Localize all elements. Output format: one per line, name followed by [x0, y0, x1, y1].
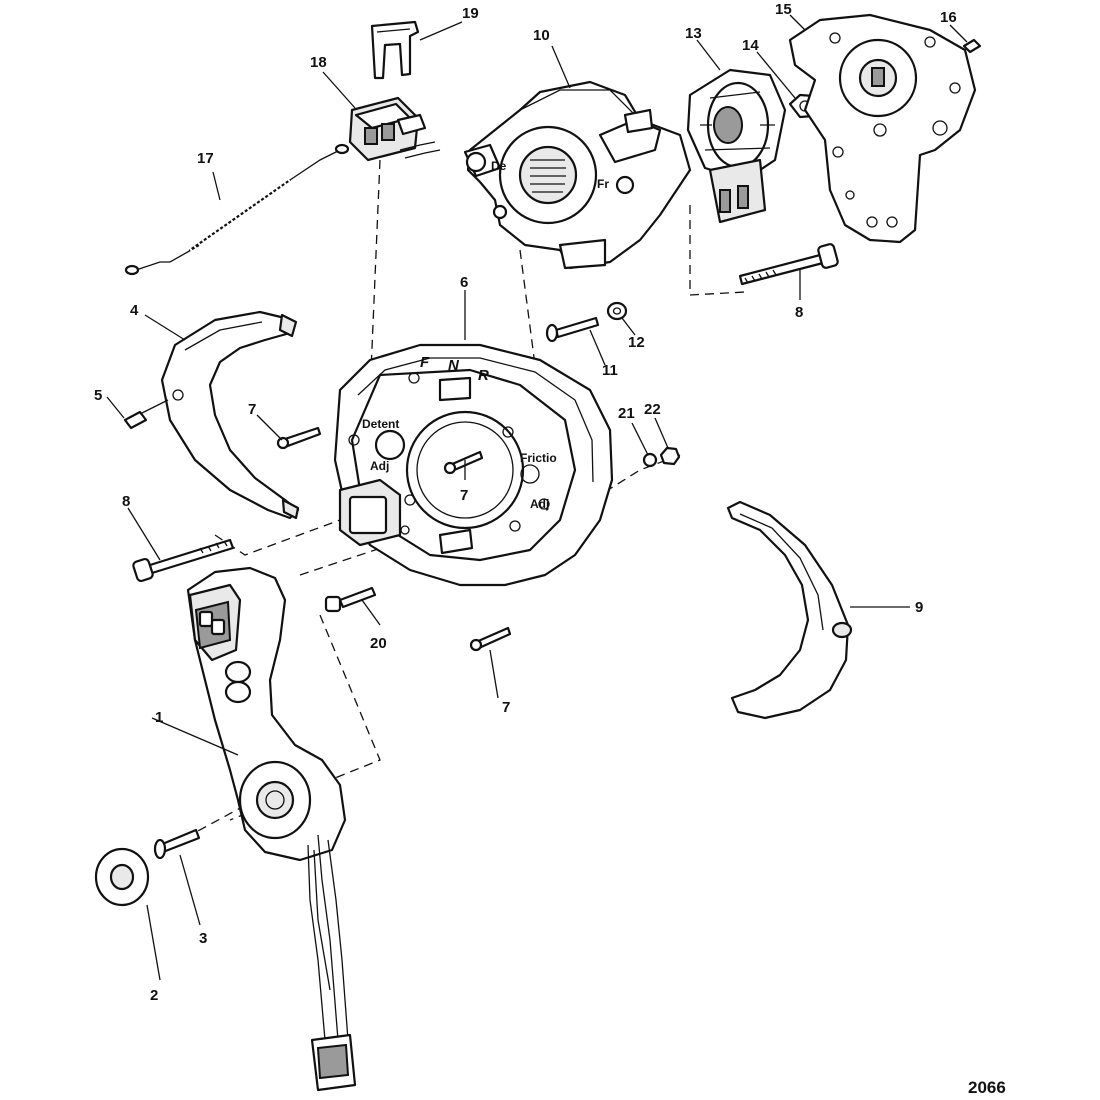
part-7-screw-upper	[276, 426, 322, 450]
part-1-control-handle	[186, 566, 357, 1092]
callout-6: 6	[460, 274, 468, 291]
part-3-screw	[153, 828, 201, 860]
part-22-nut	[659, 446, 681, 466]
shift-label-f: F	[420, 354, 430, 371]
callout-8-upper: 8	[795, 304, 803, 321]
part-15-mounting-plate	[788, 13, 977, 244]
part-10-shift-housing: De Fr	[463, 80, 692, 270]
callout-19: 19	[462, 5, 479, 22]
part-5-screw	[123, 399, 169, 430]
callout-21: 21	[618, 405, 635, 422]
callout-13: 13	[685, 25, 702, 42]
part-21-washer	[642, 452, 658, 468]
callout-7-lower: 7	[502, 699, 510, 716]
callout-9: 9	[915, 599, 923, 616]
callout-3: 3	[199, 930, 207, 947]
part-16-small-screw	[962, 38, 982, 54]
detent-label: Detent	[362, 417, 399, 431]
part-7-screw-lower	[469, 626, 512, 652]
part-13-position-sensor	[686, 68, 787, 224]
callout-11: 11	[602, 362, 618, 379]
callout-20: 20	[370, 635, 387, 652]
part-18-connector-block	[348, 96, 441, 162]
callout-22: 22	[644, 401, 661, 418]
part-20-bolt	[324, 586, 377, 613]
leader-lines	[106, 14, 968, 981]
part-8-long-bolt-lower	[132, 538, 235, 583]
detent-adj-label: Adj	[370, 459, 389, 473]
shift-label-n: N	[448, 357, 460, 374]
callout-8-lower: 8	[122, 493, 130, 510]
callout-7-middle: 7	[460, 487, 468, 504]
friction-adj-label: Adj	[530, 497, 549, 511]
figure-number: 2066	[968, 1078, 1006, 1097]
part-4-upper-cover	[160, 310, 300, 520]
housing-label-fr: Fr	[597, 177, 609, 191]
callout-16: 16	[940, 9, 957, 26]
callout-1: 1	[155, 709, 163, 726]
callout-12: 12	[628, 334, 645, 351]
friction-label: Frictio	[520, 451, 557, 465]
part-2-washer	[94, 847, 150, 907]
callout-5: 5	[94, 387, 102, 404]
part-12-washer	[606, 301, 628, 321]
part-17-spring-cable	[124, 143, 350, 276]
callout-17: 17	[197, 150, 214, 167]
callout-10: 10	[533, 27, 550, 44]
callout-numbers: 1 2 3 4 5 6 7 7 7 8 8 9 10 11 12 13 14 1…	[94, 1, 957, 1004]
part-7-screw-middle	[443, 450, 484, 475]
part-11-bolt	[545, 316, 600, 343]
part-9-lower-cover	[726, 500, 853, 720]
callout-2: 2	[150, 987, 158, 1004]
housing-label-de: De	[491, 159, 507, 173]
part-8-long-bolt-upper	[738, 243, 839, 286]
callout-18: 18	[310, 54, 327, 71]
shift-label-r: R	[478, 367, 489, 384]
callout-7-upper: 7	[248, 401, 256, 418]
callout-4: 4	[130, 302, 139, 319]
part-19-retainer-clip	[370, 20, 420, 80]
callout-15: 15	[775, 1, 792, 18]
callout-14: 14	[742, 37, 759, 54]
part-6-face-plate: F N R Detent Adj Frictio Adj	[333, 343, 614, 587]
